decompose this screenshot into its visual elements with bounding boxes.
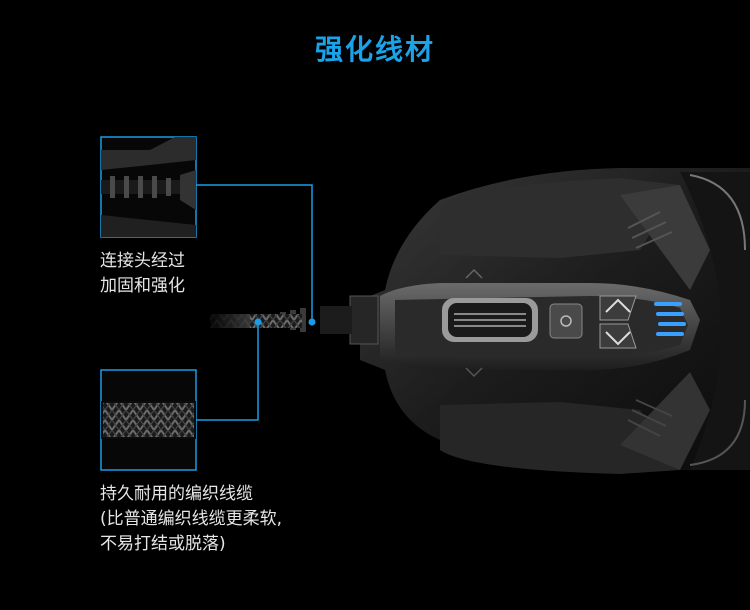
cable-caption-line: 持久耐用的编织线缆 — [100, 484, 253, 504]
cable-caption: 持久耐用的编织线缆 (比普通编织线缆更柔软, 不易打结或脱落) — [100, 482, 282, 557]
connector-caption: 连接头经过 加固和强化 — [100, 249, 185, 299]
cable-caption-line: 不易打结或脱落) — [100, 534, 226, 554]
cable-connector — [280, 295, 379, 345]
mouse-body — [360, 168, 750, 474]
dpi-led-icon — [654, 302, 686, 336]
connector-thumbnail — [100, 136, 197, 238]
braided-cable-thumbnail — [100, 369, 197, 471]
connector-caption-line: 加固和强化 — [100, 276, 185, 296]
cable-caption-line: (比普通编织线缆更柔软, — [100, 509, 283, 529]
page-title: 强化线材 — [314, 33, 435, 66]
callout-leader-lines — [196, 184, 313, 421]
connector-marker-icon — [308, 318, 316, 326]
cable-marker-icon — [254, 318, 262, 326]
connector-caption-line: 连接头经过 — [100, 251, 185, 271]
